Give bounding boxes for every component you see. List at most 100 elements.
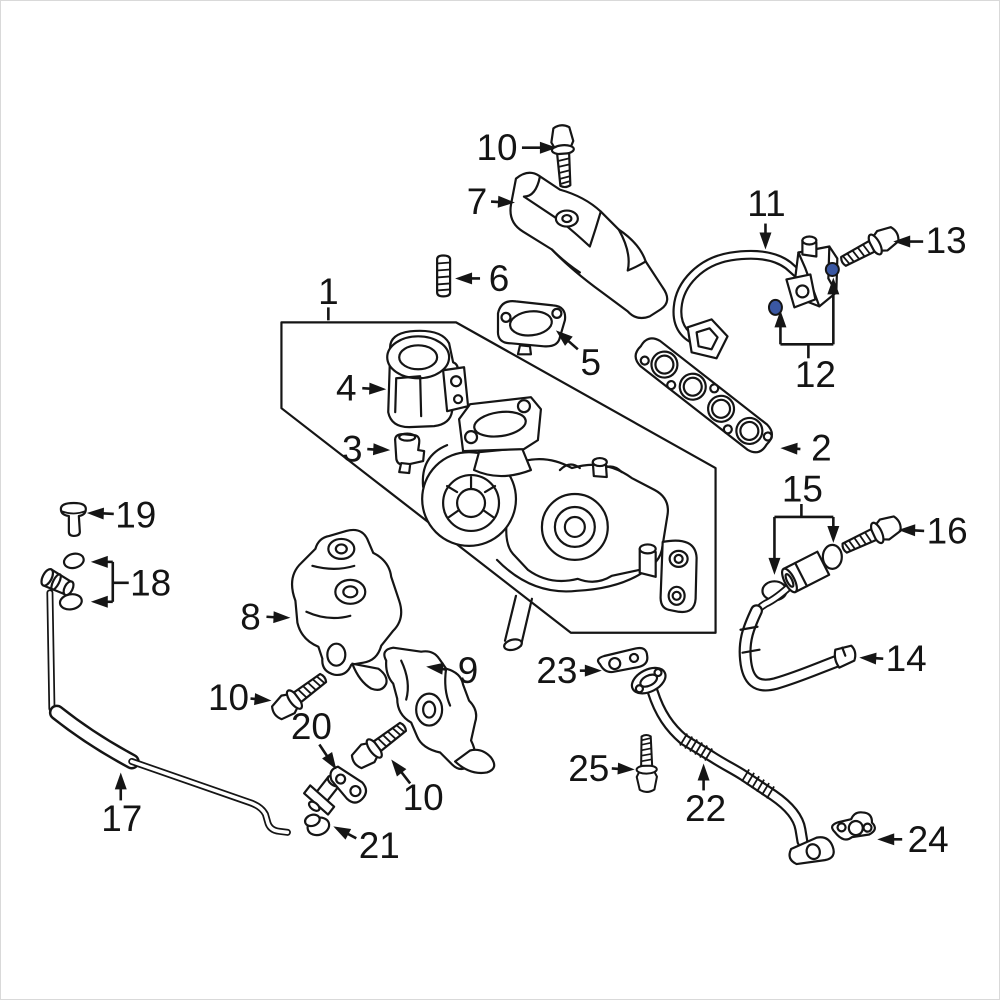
part-number-label: 21 (359, 825, 400, 866)
callout-3: 3 (342, 429, 391, 470)
callout-5: 5 (555, 330, 602, 383)
part-number-label: 23 (536, 650, 577, 691)
part-number-label: 20 (291, 706, 332, 747)
part-number-label: 18 (130, 562, 171, 603)
callout-17: 17 (101, 772, 142, 839)
arrowhead-icon (114, 772, 127, 790)
part-9-bracket-drawing (383, 646, 496, 775)
arrowhead-icon (273, 611, 291, 624)
part-number-label: 10 (476, 127, 517, 168)
arrowhead-icon (555, 330, 573, 346)
turbocharger-drawing (421, 396, 698, 652)
part-13-bolt-drawing (835, 222, 904, 273)
part-number-label: 14 (886, 638, 927, 679)
arrowhead-icon (780, 442, 798, 455)
arrowhead-icon (333, 826, 352, 840)
callout-24: 24 (877, 819, 949, 860)
arrowhead-icon (372, 443, 391, 456)
part-number-label: 16 (927, 510, 968, 551)
callout-15: 15 (768, 469, 840, 575)
callout-12: 12 (774, 277, 840, 395)
callout-6: 6 (455, 258, 509, 299)
part-number-label: 9 (458, 650, 479, 691)
callout-18: 18 (90, 555, 171, 608)
part-number-label: 7 (467, 181, 488, 222)
part-20-bracket-drawing (329, 765, 368, 804)
part-number-label: 15 (782, 469, 823, 510)
part-10-bolt-lower-drawing (347, 716, 412, 774)
arrowhead-icon (898, 524, 916, 537)
callout-10: 10 (208, 677, 272, 718)
part-number-label: 5 (581, 342, 602, 383)
arrowhead-icon (768, 557, 781, 575)
callout-22: 22 (685, 763, 726, 829)
part-8-heat-shield-drawing (290, 528, 403, 691)
arrowhead-icon (455, 272, 473, 285)
part-15-fitting-drawing (752, 543, 843, 617)
arrowhead-icon (584, 664, 602, 677)
part-number-label: 22 (685, 788, 726, 829)
arrowhead-icon (369, 382, 387, 395)
callout-13: 13 (893, 220, 967, 261)
part-number-label: 8 (240, 596, 261, 637)
part-number-label: 6 (489, 258, 510, 299)
part-14-hose-drawing (738, 604, 857, 692)
part-number-label: 3 (342, 429, 363, 470)
callout-21: 21 (333, 825, 400, 866)
part-number-label: 10 (208, 677, 249, 718)
arrowhead-icon (893, 235, 911, 248)
callout-20: 20 (291, 706, 337, 770)
callout-9: 9 (426, 650, 479, 691)
arrowhead-icon (827, 525, 840, 543)
part-number-label: 10 (403, 777, 444, 818)
part-number-label: 17 (101, 798, 142, 839)
part-number-label: 2 (811, 428, 832, 469)
part-25-bolt-drawing (634, 733, 659, 794)
arrowhead-icon (497, 195, 515, 208)
part-10-bolt-top-drawing (549, 123, 578, 189)
arrowhead-icon (759, 232, 772, 250)
arrowhead-icon (859, 652, 877, 665)
arrowhead-icon (877, 833, 895, 846)
highlight-dot (767, 298, 783, 316)
callout-10: 10 (391, 759, 444, 818)
arrowhead-icon (697, 763, 710, 781)
callout-19: 19 (86, 494, 156, 535)
part-16-bolt-drawing (837, 511, 906, 560)
callout-1: 1 (318, 271, 339, 321)
part-number-label: 12 (795, 354, 836, 395)
arrowhead-icon (774, 310, 787, 328)
part-22-pipe-drawing (630, 666, 835, 866)
part-3-fitting-drawing (394, 432, 426, 475)
part-11-pipe-drawing (672, 235, 839, 360)
part-1-turbocharger-boundary-box (280, 321, 717, 634)
callout-11: 11 (747, 183, 786, 250)
callout-14: 14 (859, 638, 927, 679)
part-number-label: 19 (115, 494, 156, 535)
arrowhead-icon (827, 277, 840, 295)
arrowhead-icon (617, 762, 635, 775)
callout-16: 16 (898, 510, 968, 551)
part-5-gasket-drawing (496, 300, 567, 356)
part-number-label: 4 (336, 368, 357, 409)
callout-23: 23 (536, 650, 602, 691)
callout-2: 2 (780, 428, 832, 469)
highlight-dot (824, 261, 840, 277)
arrowhead-icon (322, 751, 337, 770)
arrowhead-icon (539, 141, 557, 154)
part-24-gasket-drawing (831, 811, 876, 841)
arrowhead-icon (391, 759, 407, 777)
part-7-heat-shield-drawing (509, 171, 669, 320)
part-number-label: 13 (926, 220, 967, 261)
part-number-label: 24 (908, 819, 949, 860)
part-23-gasket-drawing (596, 646, 649, 674)
arrowhead-icon (254, 693, 272, 706)
part-19-bolt-drawing (59, 501, 87, 538)
part-6-stud-drawing (436, 254, 452, 298)
part-number-label: 11 (747, 183, 785, 224)
part-number-label: 1 (318, 271, 339, 312)
arrowhead-icon (90, 595, 108, 608)
part-18-orings-drawing (58, 552, 85, 611)
